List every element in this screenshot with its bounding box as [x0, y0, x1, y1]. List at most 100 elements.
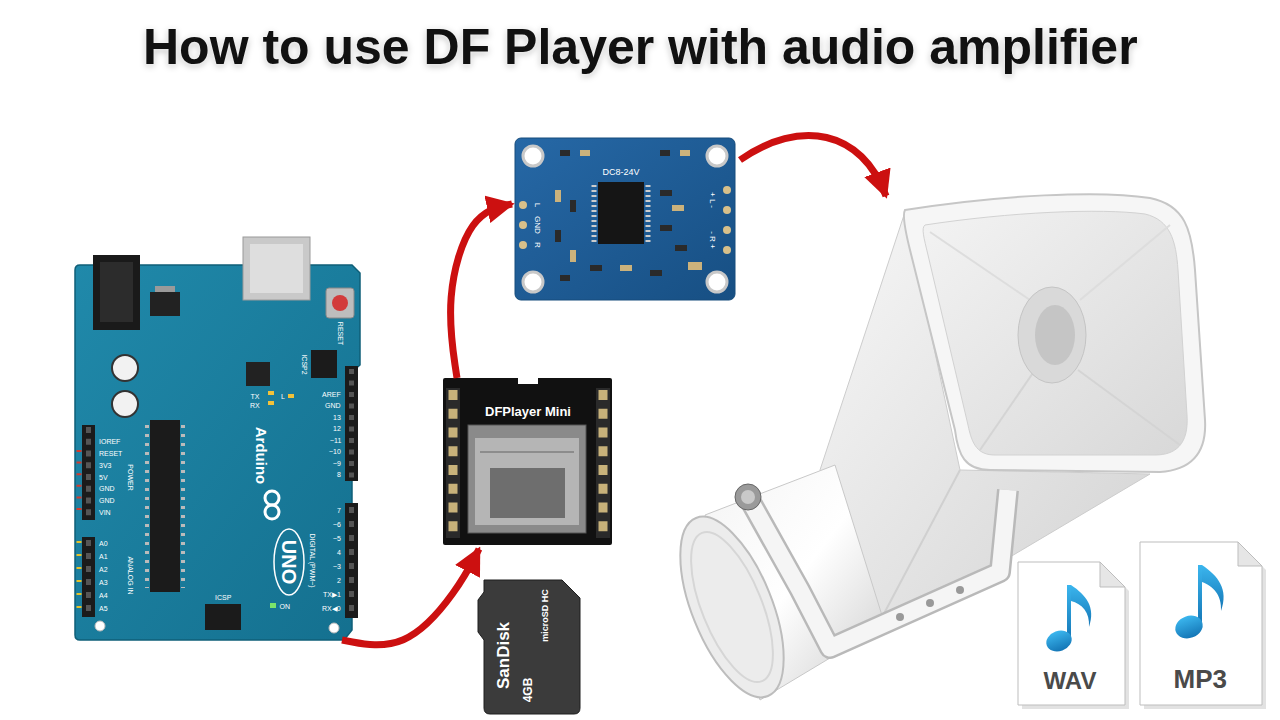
amplifier-board [598, 182, 644, 244]
dfplayer-module [446, 388, 460, 538]
horn-speaker [741, 490, 755, 504]
pin-label: POWER [127, 464, 134, 490]
pin-label: ~10 [329, 448, 341, 455]
node-label: WAV [1044, 669, 1097, 693]
dfplayer-module [490, 468, 565, 518]
horn-speaker [926, 599, 934, 607]
arduino-board [332, 295, 348, 311]
pin-label: GND [325, 402, 341, 409]
arduino-board [246, 362, 270, 386]
arduino-board [205, 604, 241, 630]
pin-label: ON [280, 603, 291, 610]
dfplayer-module [475, 438, 579, 525]
arduino-board [145, 425, 149, 588]
amplifier-board [519, 241, 527, 249]
arduino-board [75, 237, 360, 640]
amplifier-board [723, 206, 731, 214]
arduino-board [265, 505, 279, 519]
amplifier-board [523, 272, 543, 292]
mp3-file-icon: MP3 [1140, 542, 1262, 705]
pin-label: ANALOG IN [127, 556, 134, 594]
arduino-board [95, 621, 105, 631]
signal-arrow [342, 549, 479, 645]
pin-label: A3 [99, 579, 108, 586]
horn-speaker [1080, 225, 1170, 300]
amplifier-board [650, 270, 662, 276]
pin-label: IOREF [99, 438, 120, 445]
arduino-board [326, 288, 354, 318]
pin-label: RX [250, 402, 260, 409]
arduino-board [329, 623, 339, 633]
wav-file-icon [1071, 585, 1091, 627]
arduino-board [77, 450, 82, 516]
amplifier-board [590, 265, 602, 271]
pin-label: 8 [337, 471, 341, 478]
pin-label: + L - [708, 192, 716, 208]
signal-arrow [451, 204, 512, 378]
pin-label: A5 [99, 605, 108, 612]
wav-file-icon [1018, 562, 1129, 709]
pin-label: TX [251, 393, 260, 400]
dfplayer-module: DFPlayer Mini [443, 378, 612, 545]
horn-speaker [659, 194, 1205, 711]
pin-label: - R + [708, 231, 716, 249]
arduino-board [311, 350, 337, 378]
pin-label: 3V3 [99, 462, 111, 469]
pin-label: AREF [322, 391, 341, 398]
arduino-board [150, 292, 180, 316]
node-label: MP3 [1174, 666, 1227, 692]
mp3-file-icon [1198, 565, 1202, 625]
node-label: Arduino [254, 426, 269, 484]
wav-file-icon: WAV [1018, 562, 1125, 705]
pin-label: L [281, 393, 285, 400]
node-label: DFPlayer Mini [485, 405, 571, 418]
node-label: microSD HC [540, 589, 549, 642]
arduino-board [345, 366, 358, 481]
pin-label: 7 [337, 507, 341, 514]
horn-speaker [923, 211, 1187, 455]
horn-speaker [980, 370, 1035, 450]
node-label: 4GB [522, 678, 534, 703]
wav-file-icon [1067, 585, 1071, 640]
mp3-file-icon [1238, 542, 1262, 566]
wav-file-icon [1043, 627, 1074, 655]
pin-label: ICSP2 [301, 354, 308, 374]
mp3-file-icon [1172, 612, 1206, 642]
arduino-board [82, 537, 95, 617]
pin-label: 13 [333, 414, 341, 421]
pin-label: RESET [99, 450, 122, 457]
amplifier-board [675, 245, 687, 251]
pin-label: A1 [99, 553, 108, 560]
pin-label: ~11 [330, 437, 341, 444]
page-title: How to use DF Player with audio amplifie… [143, 20, 1138, 75]
arduino-board [86, 540, 91, 614]
pin-label: 2 [337, 577, 341, 584]
dfplayer-module [599, 390, 608, 538]
amplifier-board [560, 275, 570, 281]
horn-speaker [1035, 305, 1075, 365]
horn-speaker [904, 194, 1205, 472]
amplifier-board: DC8-24V [515, 138, 735, 300]
amplifier-board [646, 185, 651, 242]
arduino-board [250, 244, 303, 293]
amplifier-board [515, 138, 735, 300]
dfplayer-module [596, 388, 610, 538]
arduino-board [77, 541, 82, 612]
arduino-board [349, 507, 354, 614]
pin-label: A4 [99, 592, 108, 599]
amplifier-board [555, 230, 561, 242]
horn-speaker [1078, 370, 1180, 445]
pin-label: VIN [99, 509, 111, 516]
microsd-card [478, 580, 580, 714]
connectors [342, 204, 512, 645]
amplifier-board [560, 150, 570, 156]
amplifier-board [555, 190, 561, 202]
horn-speaker [930, 232, 1030, 300]
arduino-board [112, 355, 138, 381]
arduino-board [181, 425, 185, 588]
amplifier-board [723, 226, 731, 234]
arduino-board [82, 425, 95, 520]
amplifier-board [580, 150, 590, 156]
arduino-board [100, 262, 133, 322]
